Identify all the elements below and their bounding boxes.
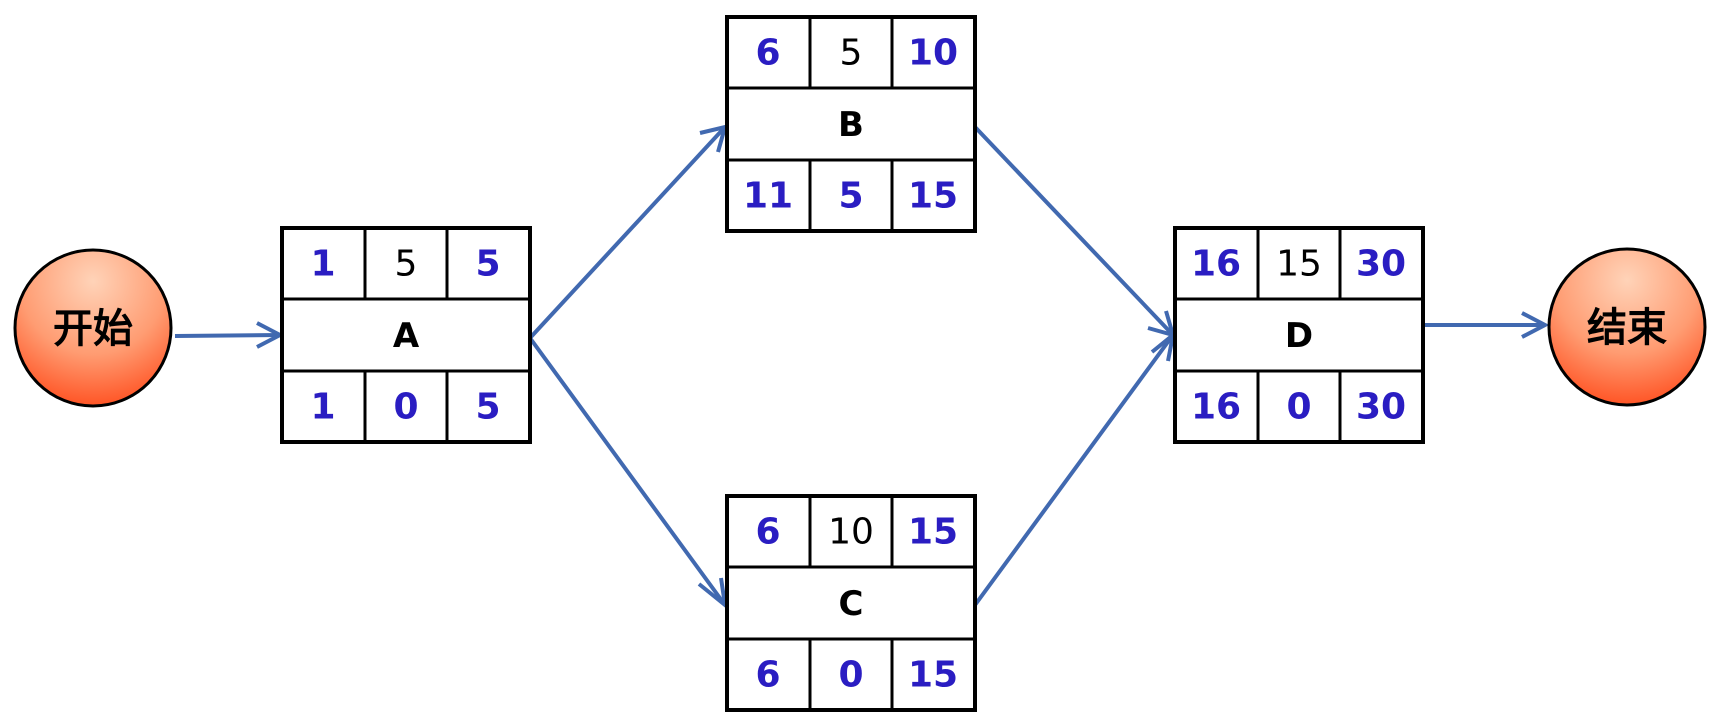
arrow-start-to-a bbox=[174, 333, 281, 338]
task-d-name: D bbox=[1285, 316, 1313, 356]
task-b-box bbox=[725, 15, 977, 233]
task-b-slack: 5 bbox=[838, 176, 863, 217]
task-b-early-finish: 10 bbox=[908, 33, 958, 74]
task-c-early-finish: 15 bbox=[908, 512, 958, 553]
end-circle bbox=[1547, 247, 1707, 407]
task-c-late-finish: 15 bbox=[908, 655, 958, 696]
task-c-late-start: 6 bbox=[755, 655, 780, 696]
end-node: 结束 bbox=[1547, 247, 1707, 407]
task-b: 6 5 10 B 11 5 15 bbox=[725, 15, 977, 233]
arrows-layer bbox=[174, 124, 1550, 610]
arrowhead-a-to-c bbox=[697, 577, 728, 610]
end-label: 结束 bbox=[1587, 305, 1667, 351]
task-a-early-start: 1 bbox=[310, 244, 335, 285]
arrow-b-to-d bbox=[973, 125, 1175, 337]
task-c-duration: 10 bbox=[828, 512, 874, 553]
task-a-late-finish: 5 bbox=[475, 387, 500, 428]
start-node: 开始 bbox=[13, 248, 173, 408]
arrow-c-to-d bbox=[973, 333, 1175, 607]
task-d: 16 15 30 D 16 0 30 bbox=[1173, 226, 1425, 444]
task-a-box bbox=[280, 226, 532, 444]
arrowhead-d-to-end bbox=[1521, 311, 1550, 339]
task-a-name: A bbox=[393, 316, 420, 356]
start-label: 开始 bbox=[53, 306, 133, 352]
task-c-box bbox=[725, 494, 977, 712]
task-d-early-finish: 30 bbox=[1356, 244, 1406, 285]
task-c-early-start: 6 bbox=[755, 512, 780, 553]
task-c-slack: 0 bbox=[838, 655, 863, 696]
task-d-box bbox=[1173, 226, 1425, 444]
task-d-slack: 0 bbox=[1286, 387, 1311, 428]
task-a-slack: 0 bbox=[393, 387, 418, 428]
task-a: 1 5 5 A 1 0 5 bbox=[280, 226, 532, 444]
task-b-late-finish: 15 bbox=[908, 176, 958, 217]
task-d-early-start: 16 bbox=[1191, 244, 1241, 285]
task-a-late-start: 1 bbox=[310, 387, 335, 428]
arrow-a-to-c bbox=[528, 336, 727, 607]
task-b-name: B bbox=[838, 105, 864, 145]
task-b-duration: 5 bbox=[840, 33, 863, 74]
task-a-duration: 5 bbox=[395, 244, 418, 285]
start-circle bbox=[13, 248, 173, 408]
task-d-duration: 15 bbox=[1276, 244, 1322, 285]
task-d-late-start: 16 bbox=[1191, 387, 1241, 428]
task-b-early-start: 6 bbox=[755, 33, 780, 74]
task-c: 6 10 15 C 6 0 15 bbox=[725, 494, 977, 712]
task-d-late-finish: 30 bbox=[1356, 387, 1406, 428]
task-b-late-start: 11 bbox=[743, 176, 793, 217]
task-c-name: C bbox=[839, 584, 864, 624]
task-a-early-finish: 5 bbox=[475, 244, 500, 285]
arrow-a-to-b bbox=[528, 125, 727, 340]
